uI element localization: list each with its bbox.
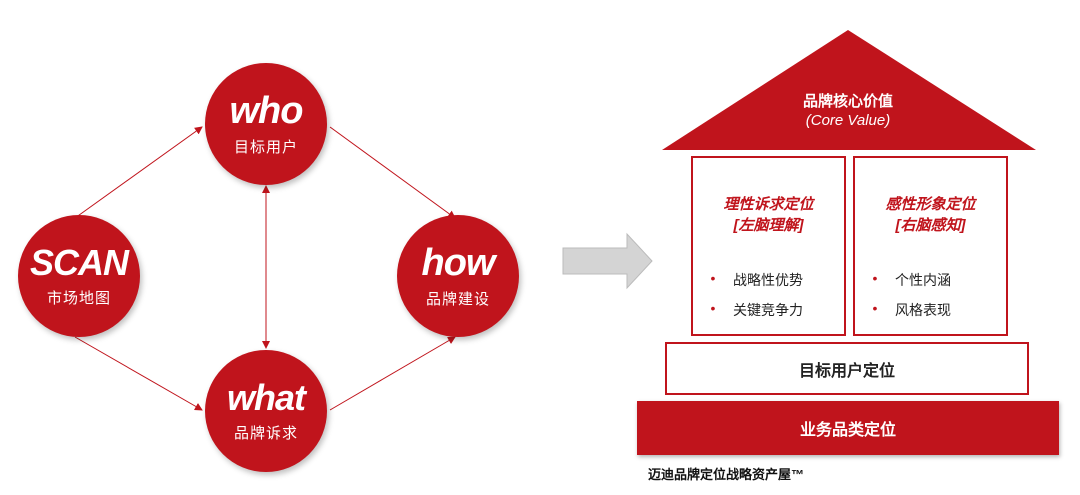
how-label: how: [421, 241, 496, 284]
right-pillar: 感性形象定位 [右脑感知] •个性内涵 •风格表现: [853, 156, 1008, 336]
roof-title: 品牌核心价值: [802, 93, 893, 110]
scan-label: SCAN: [29, 241, 129, 283]
list-item: •战略性优势: [710, 270, 803, 288]
who-label: who: [229, 89, 304, 132]
business-category-bar: 业务品类定位: [637, 401, 1059, 455]
target-user-bar: 目标用户定位: [665, 342, 1029, 395]
scan-sublabel: 市场地图: [46, 289, 111, 307]
left-pillar-title: 理性诉求定位: [723, 196, 814, 213]
how-sublabel: 品牌建设: [425, 290, 490, 308]
arrow-scan-to-what: [74, 336, 203, 411]
scan-circle: SCAN 市场地图: [18, 215, 140, 337]
arrow-scan-to-who: [74, 126, 203, 219]
arrow-what-to-how: [329, 336, 456, 411]
what-label: what: [226, 376, 306, 418]
list-item: •个性内涵: [872, 270, 951, 288]
how-circle: how 品牌建设: [397, 215, 519, 337]
target-user-label: 目标用户定位: [798, 362, 895, 380]
left-pillar-subtitle: [左脑理解]: [733, 217, 804, 234]
transition-arrow: [562, 232, 653, 290]
right-pillar-title: 感性形象定位: [885, 196, 976, 213]
house-caption: 迈迪品牌定位战略资产屋™: [648, 467, 805, 482]
list-item: •关键竞争力: [710, 300, 803, 318]
list-item: •风格表现: [872, 300, 951, 318]
business-category-label: 业务品类定位: [799, 422, 896, 439]
house-roof: [662, 30, 1036, 150]
left-pillar: 理性诉求定位 [左脑理解] •战略性优势 •关键竞争力: [691, 156, 846, 336]
what-circle: what 品牌诉求: [205, 350, 327, 472]
right-pillar-subtitle: [右脑感知]: [895, 217, 966, 234]
what-sublabel: 品牌诉求: [233, 424, 298, 442]
arrow-who-to-how: [329, 126, 456, 219]
who-circle: who 目标用户: [205, 63, 327, 185]
who-sublabel: 目标用户: [233, 138, 298, 156]
roof-subtitle: (Core Value): [805, 112, 891, 129]
